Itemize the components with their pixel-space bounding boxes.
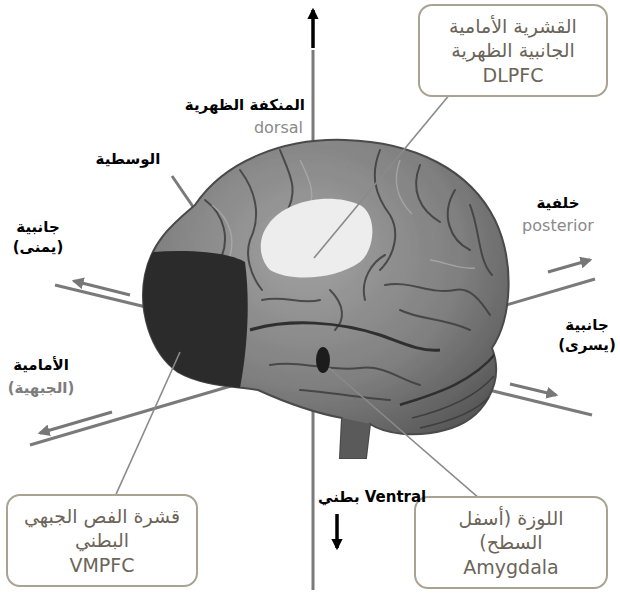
direction-label: خلفية bbox=[518, 194, 598, 214]
direction-label: (الجبهية) bbox=[4, 379, 78, 399]
brain bbox=[130, 140, 509, 458]
direction-label: الأمامية bbox=[4, 356, 78, 376]
amygdala-spot bbox=[316, 347, 330, 373]
region-name: القشرية الأمامية الجانبية الظهرية bbox=[430, 14, 596, 63]
vmpfc-region bbox=[130, 251, 248, 400]
dlpfc-region bbox=[261, 199, 373, 278]
region-abbreviation: Amygdala bbox=[426, 555, 596, 579]
region-callout-box: قشرة الفص الجبهي البطنيVMPFC bbox=[6, 494, 198, 587]
direction-label: المنكفة الظهرية bbox=[175, 96, 305, 116]
region-abbreviation: VMPFC bbox=[18, 553, 186, 577]
direction-label: جانبية (يسرى) bbox=[558, 316, 616, 355]
region-callout-box: اللوزة (أسفل السطح)Amygdala bbox=[414, 496, 608, 589]
direction-label: posterior bbox=[512, 216, 604, 237]
region-name: قشرة الفص الجبهي البطني bbox=[18, 504, 186, 553]
direction-label: بطني Ventral bbox=[318, 488, 438, 508]
region-abbreviation: DLPFC bbox=[430, 63, 596, 87]
direction-label: الوسطية bbox=[86, 150, 170, 170]
direction-label: dorsal bbox=[185, 118, 303, 139]
direction-label: جانبية (يمنى) bbox=[6, 218, 70, 257]
leader-lines bbox=[100, 70, 510, 530]
region-name: اللوزة (أسفل السطح) bbox=[426, 506, 596, 555]
region-callout-box: القشرية الأمامية الجانبية الظهريةDLPFC bbox=[418, 4, 608, 97]
